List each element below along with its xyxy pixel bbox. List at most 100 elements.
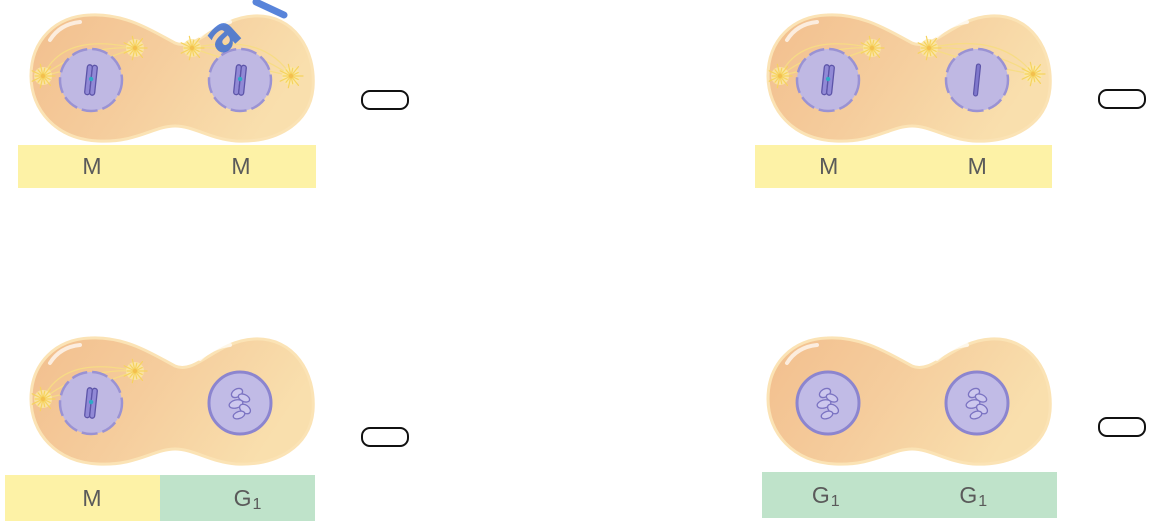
centrosome (40, 396, 46, 402)
phase-label-bar: M M (18, 145, 316, 188)
aster-ray (279, 76, 290, 82)
aster-ray (1021, 68, 1032, 74)
aster (768, 63, 793, 89)
aster-ray (776, 77, 781, 89)
aster-ray (780, 76, 789, 86)
aster-ray (135, 48, 144, 58)
aster-ray (131, 49, 136, 61)
phase-label: M (82, 153, 102, 179)
aster-ray (39, 63, 44, 75)
aster-ray (776, 63, 781, 75)
aster-ray (928, 39, 932, 47)
aster-ray (129, 48, 135, 55)
phase-label: M (231, 153, 251, 179)
aster-ray (928, 49, 932, 57)
aster-ray (191, 39, 195, 47)
aster-ray (1029, 61, 1034, 73)
cell-highlight (935, 343, 969, 361)
aster-ray (31, 393, 42, 399)
phase-label: G (959, 481, 978, 508)
aster (180, 35, 205, 61)
phase-label: M (819, 153, 839, 179)
aster-ray (188, 49, 193, 61)
fused-cell (29, 13, 315, 143)
aster-ray (774, 69, 780, 76)
aster-ray (923, 41, 929, 48)
chromosome (233, 64, 247, 96)
chromatin (232, 410, 246, 420)
aster-ray (1032, 75, 1036, 83)
aster-ray (192, 48, 201, 58)
aster-ray (123, 371, 134, 377)
aster-ray (917, 48, 928, 54)
aster-ray (180, 48, 191, 54)
aster-ray (868, 49, 873, 61)
centrosome (288, 73, 294, 79)
centromere (237, 76, 243, 82)
aster-ray (287, 77, 292, 89)
answer-box[interactable] (1098, 89, 1146, 109)
cell-highlight (48, 343, 82, 365)
aster-ray (191, 49, 195, 57)
aster-ray (917, 42, 928, 48)
centromere (88, 399, 94, 405)
aster-ray (768, 76, 779, 82)
aster-ray (37, 392, 43, 399)
watermark: a (192, 0, 288, 56)
aster (123, 358, 148, 384)
aster (123, 35, 148, 61)
centrosome (189, 45, 195, 51)
aster-ray (860, 48, 871, 54)
aster-ray (136, 48, 143, 53)
aster-ray (929, 48, 938, 58)
aster (31, 386, 56, 412)
spindle-fiber (191, 43, 292, 77)
aster-ray (193, 43, 200, 48)
watermark-stroke (252, 0, 288, 19)
mitotic-nucleus (58, 47, 124, 113)
phase-label-cell: M (167, 145, 316, 188)
chromosome (972, 63, 982, 97)
aster-ray (872, 38, 881, 48)
aster-ray (129, 364, 135, 371)
cell-highlight (198, 343, 232, 361)
aster-ray (134, 362, 138, 370)
aster-ray (44, 394, 51, 399)
fused-cell (766, 336, 1052, 466)
chromosome (821, 64, 835, 96)
aster-ray (192, 38, 201, 48)
aster-ray (31, 399, 42, 405)
aster-ray (868, 35, 873, 47)
aster-ray (1034, 74, 1041, 79)
phase-label-subscript: 1 (252, 496, 262, 513)
aster (1021, 61, 1046, 87)
aster-ray (42, 67, 46, 75)
spindle-fiber (42, 43, 136, 77)
centromere (88, 76, 94, 82)
phase-label-cell: M (755, 145, 904, 188)
phase-label-bar: M M (755, 145, 1052, 188)
interphase-nucleus (207, 370, 273, 436)
fused-cell (29, 336, 315, 466)
answer-box[interactable] (361, 90, 409, 110)
answer-box[interactable] (361, 427, 409, 447)
answer-box[interactable] (1098, 417, 1146, 437)
aster-ray (136, 43, 143, 48)
phase-label-cell: M (18, 145, 167, 188)
aster (860, 35, 885, 61)
aster-ray (43, 389, 52, 399)
aster-ray (1029, 75, 1034, 87)
aster-ray (872, 48, 881, 58)
aster-ray (768, 70, 779, 76)
chromosome (84, 64, 98, 96)
aster-ray (930, 43, 937, 48)
mitotic-nucleus (58, 370, 124, 436)
aster-ray (1033, 64, 1042, 74)
aster-ray (42, 77, 46, 85)
aster-ray (43, 399, 52, 409)
aster-ray (43, 66, 52, 76)
aster-ray (135, 361, 144, 371)
aster-ray (31, 70, 42, 76)
aster-ray (287, 63, 292, 75)
